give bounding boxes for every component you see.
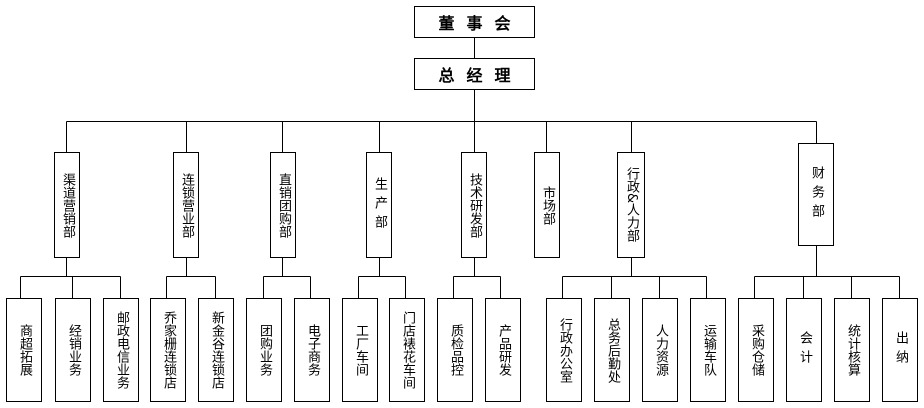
unit-label: 电子商务: [305, 324, 320, 376]
unit-label: 团购业务: [257, 324, 272, 376]
unit-box-group-buying: 团购业务: [246, 298, 282, 402]
unit-label: 质检品控: [448, 324, 463, 376]
unit-label: 邮政电信业务: [114, 311, 129, 389]
unit-label: 工厂车间: [353, 324, 368, 376]
dept-label: 技术研发部: [467, 172, 482, 238]
unit-label: 统计核算: [845, 324, 860, 376]
unit-box-purchasing-storage: 采购仓储: [738, 298, 774, 402]
unit-label: 门店裱花车间: [400, 311, 415, 389]
unit-label: 商超拓展: [17, 324, 32, 376]
dept-box-direct-sales: 直销团购部: [270, 152, 296, 258]
unit-box-logistics-office: 总务后勤处: [594, 298, 630, 402]
unit-label: 行政办公室: [557, 317, 572, 383]
unit-label: 乔家栅连锁店: [161, 311, 176, 389]
unit-box-quality-control: 质检品控: [437, 298, 473, 402]
unit-box-transport-fleet: 运输车队: [690, 298, 726, 402]
unit-box-statistics: 统计核算: [834, 298, 870, 402]
dept-label: 市场部: [540, 185, 555, 225]
unit-box-cashier: 出纳: [882, 298, 918, 402]
dept-box-finance: 财务部: [798, 143, 834, 246]
dept-box-admin-hr: 行政&人力部: [617, 152, 645, 258]
unit-label: 总务后勤处: [605, 317, 620, 383]
unit-label: 会计: [797, 331, 812, 369]
dept-label: 渠道营销部: [60, 172, 75, 238]
unit-box-cake-decorating-workshop: 门店裱花车间: [389, 298, 425, 402]
unit-label: 出纳: [893, 331, 908, 369]
unit-label: 产品研发: [496, 324, 511, 376]
unit-box-qiaojiazha-store: 乔家栅连锁店: [150, 298, 186, 402]
unit-box-factory-workshop: 工厂车间: [342, 298, 378, 402]
dept-box-marketing: 市场部: [534, 152, 560, 258]
unit-box-supermarket-expansion: 商超拓展: [6, 298, 42, 402]
ceo-label: 总经理: [438, 66, 523, 85]
unit-label: 经销业务: [66, 324, 81, 376]
unit-box-distribution: 经销业务: [55, 298, 91, 402]
unit-label: 采购仓储: [749, 324, 764, 376]
unit-box-postal-telecom: 邮政电信业务: [103, 298, 139, 402]
unit-box-xinjingu-store: 新金谷连锁店: [198, 298, 234, 402]
dept-box-channel-sales: 渠道营销部: [54, 152, 80, 258]
dept-label: 直销团购部: [276, 172, 291, 238]
unit-label: 运输车队: [701, 324, 716, 376]
dept-box-rnd: 技术研发部: [461, 152, 487, 258]
board-box: 董事会: [414, 6, 535, 38]
unit-box-admin-office: 行政办公室: [546, 298, 582, 402]
unit-box-accounting: 会计: [786, 298, 822, 402]
dept-label: 财务部: [809, 166, 824, 223]
board-label: 董事会: [438, 14, 523, 33]
unit-label: 新金谷连锁店: [209, 311, 224, 389]
dept-label: 行政&人力部: [624, 167, 639, 243]
ceo-box: 总经理: [414, 58, 535, 90]
unit-box-human-resources: 人力资源: [642, 298, 678, 402]
unit-box-product-rnd: 产品研发: [485, 298, 521, 402]
dept-label: 生产部: [372, 176, 387, 234]
dept-box-production: 生产部: [366, 152, 392, 258]
dept-label: 连锁营业部: [179, 172, 194, 238]
unit-box-e-commerce: 电子商务: [294, 298, 330, 402]
dept-box-chain-business: 连锁营业部: [173, 152, 199, 258]
unit-label: 人力资源: [653, 324, 668, 376]
